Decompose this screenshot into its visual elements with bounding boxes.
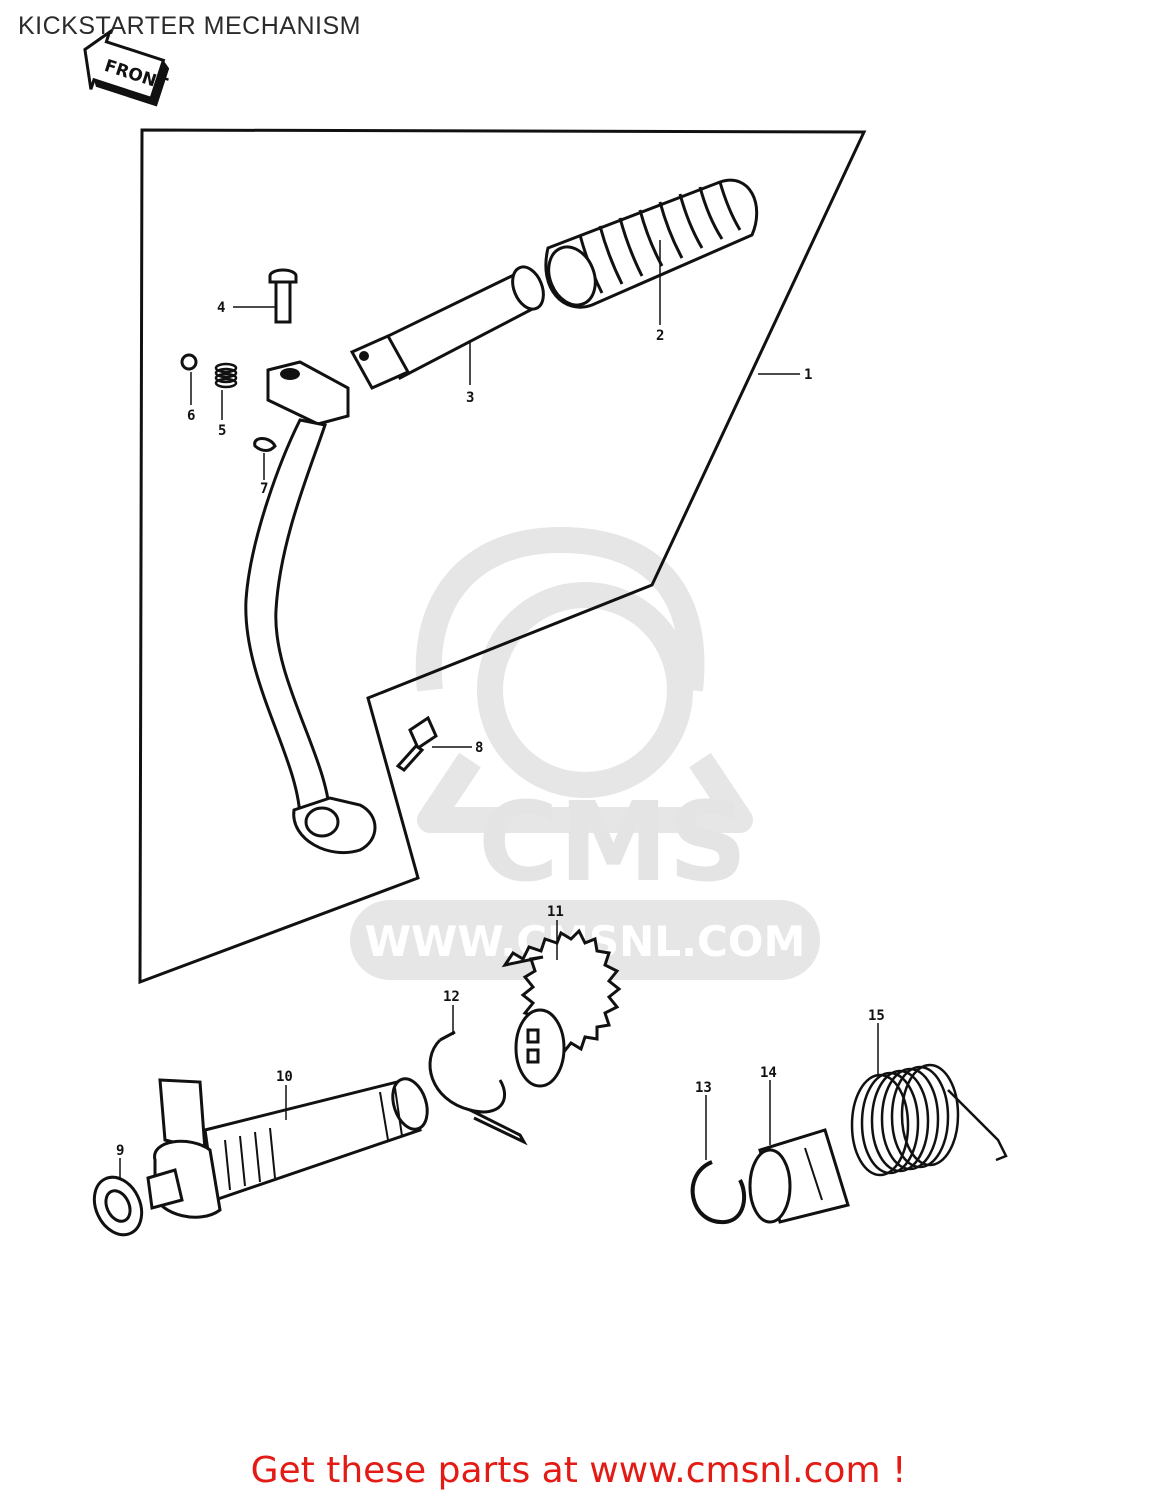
watermark-logo-text: CMS — [478, 778, 747, 906]
part-15-torsion-spring — [850, 1063, 1008, 1177]
callout-2: 2 — [656, 328, 664, 344]
part-7-clip — [253, 437, 277, 452]
callout-3: 3 — [466, 390, 474, 406]
callout-6: 6 — [187, 408, 195, 424]
callout-5: 5 — [218, 423, 226, 439]
part-1-kick-pedal — [244, 360, 377, 855]
watermark: CMS WWW.CMSNL.COM — [350, 527, 820, 980]
callout-11: 11 — [547, 904, 564, 920]
callout-12: 12 — [443, 989, 460, 1005]
callout-8: 8 — [475, 740, 483, 756]
callout-13: 13 — [695, 1080, 712, 1096]
part-12-ratchet-spring — [428, 1030, 528, 1146]
callout-9: 9 — [116, 1143, 124, 1159]
part-14-collar — [748, 1128, 850, 1224]
assembly-outline — [138, 128, 867, 985]
part-13-circlip — [690, 1160, 747, 1225]
callout-15: 15 — [868, 1008, 885, 1024]
part-5-spring — [214, 362, 238, 389]
parts-diagram: CMS WWW.CMSNL.COM FRONT — [83, 28, 1008, 1237]
callout-leaders — [119, 240, 879, 1180]
part-10-kick-shaft — [146, 1077, 429, 1219]
callout-14: 14 — [760, 1065, 777, 1081]
callout-10: 10 — [276, 1069, 293, 1085]
watermark-mascot — [415, 527, 753, 833]
callout-1: 1 — [804, 367, 812, 383]
page-title: KICKSTARTER MECHANISM — [18, 12, 361, 40]
part-9-washer — [92, 1175, 144, 1237]
part-4-bolt — [268, 268, 298, 324]
part-2-rubber-grip — [544, 178, 759, 309]
part-3-pedal-pin — [349, 265, 545, 390]
callout-7: 7 — [260, 481, 268, 497]
footer-parts-link[interactable]: Get these parts at www.cmsnl.com ! — [250, 1450, 907, 1491]
part-11-gear — [501, 928, 622, 1088]
front-arrow-badge: FRONT — [83, 28, 170, 107]
part-6-ball — [180, 353, 198, 371]
callout-4: 4 — [217, 300, 225, 316]
part-8-bolt — [395, 715, 438, 772]
callout-labels: 1 2 3 4 5 6 7 8 9 10 11 12 13 14 15 — [116, 300, 885, 1159]
